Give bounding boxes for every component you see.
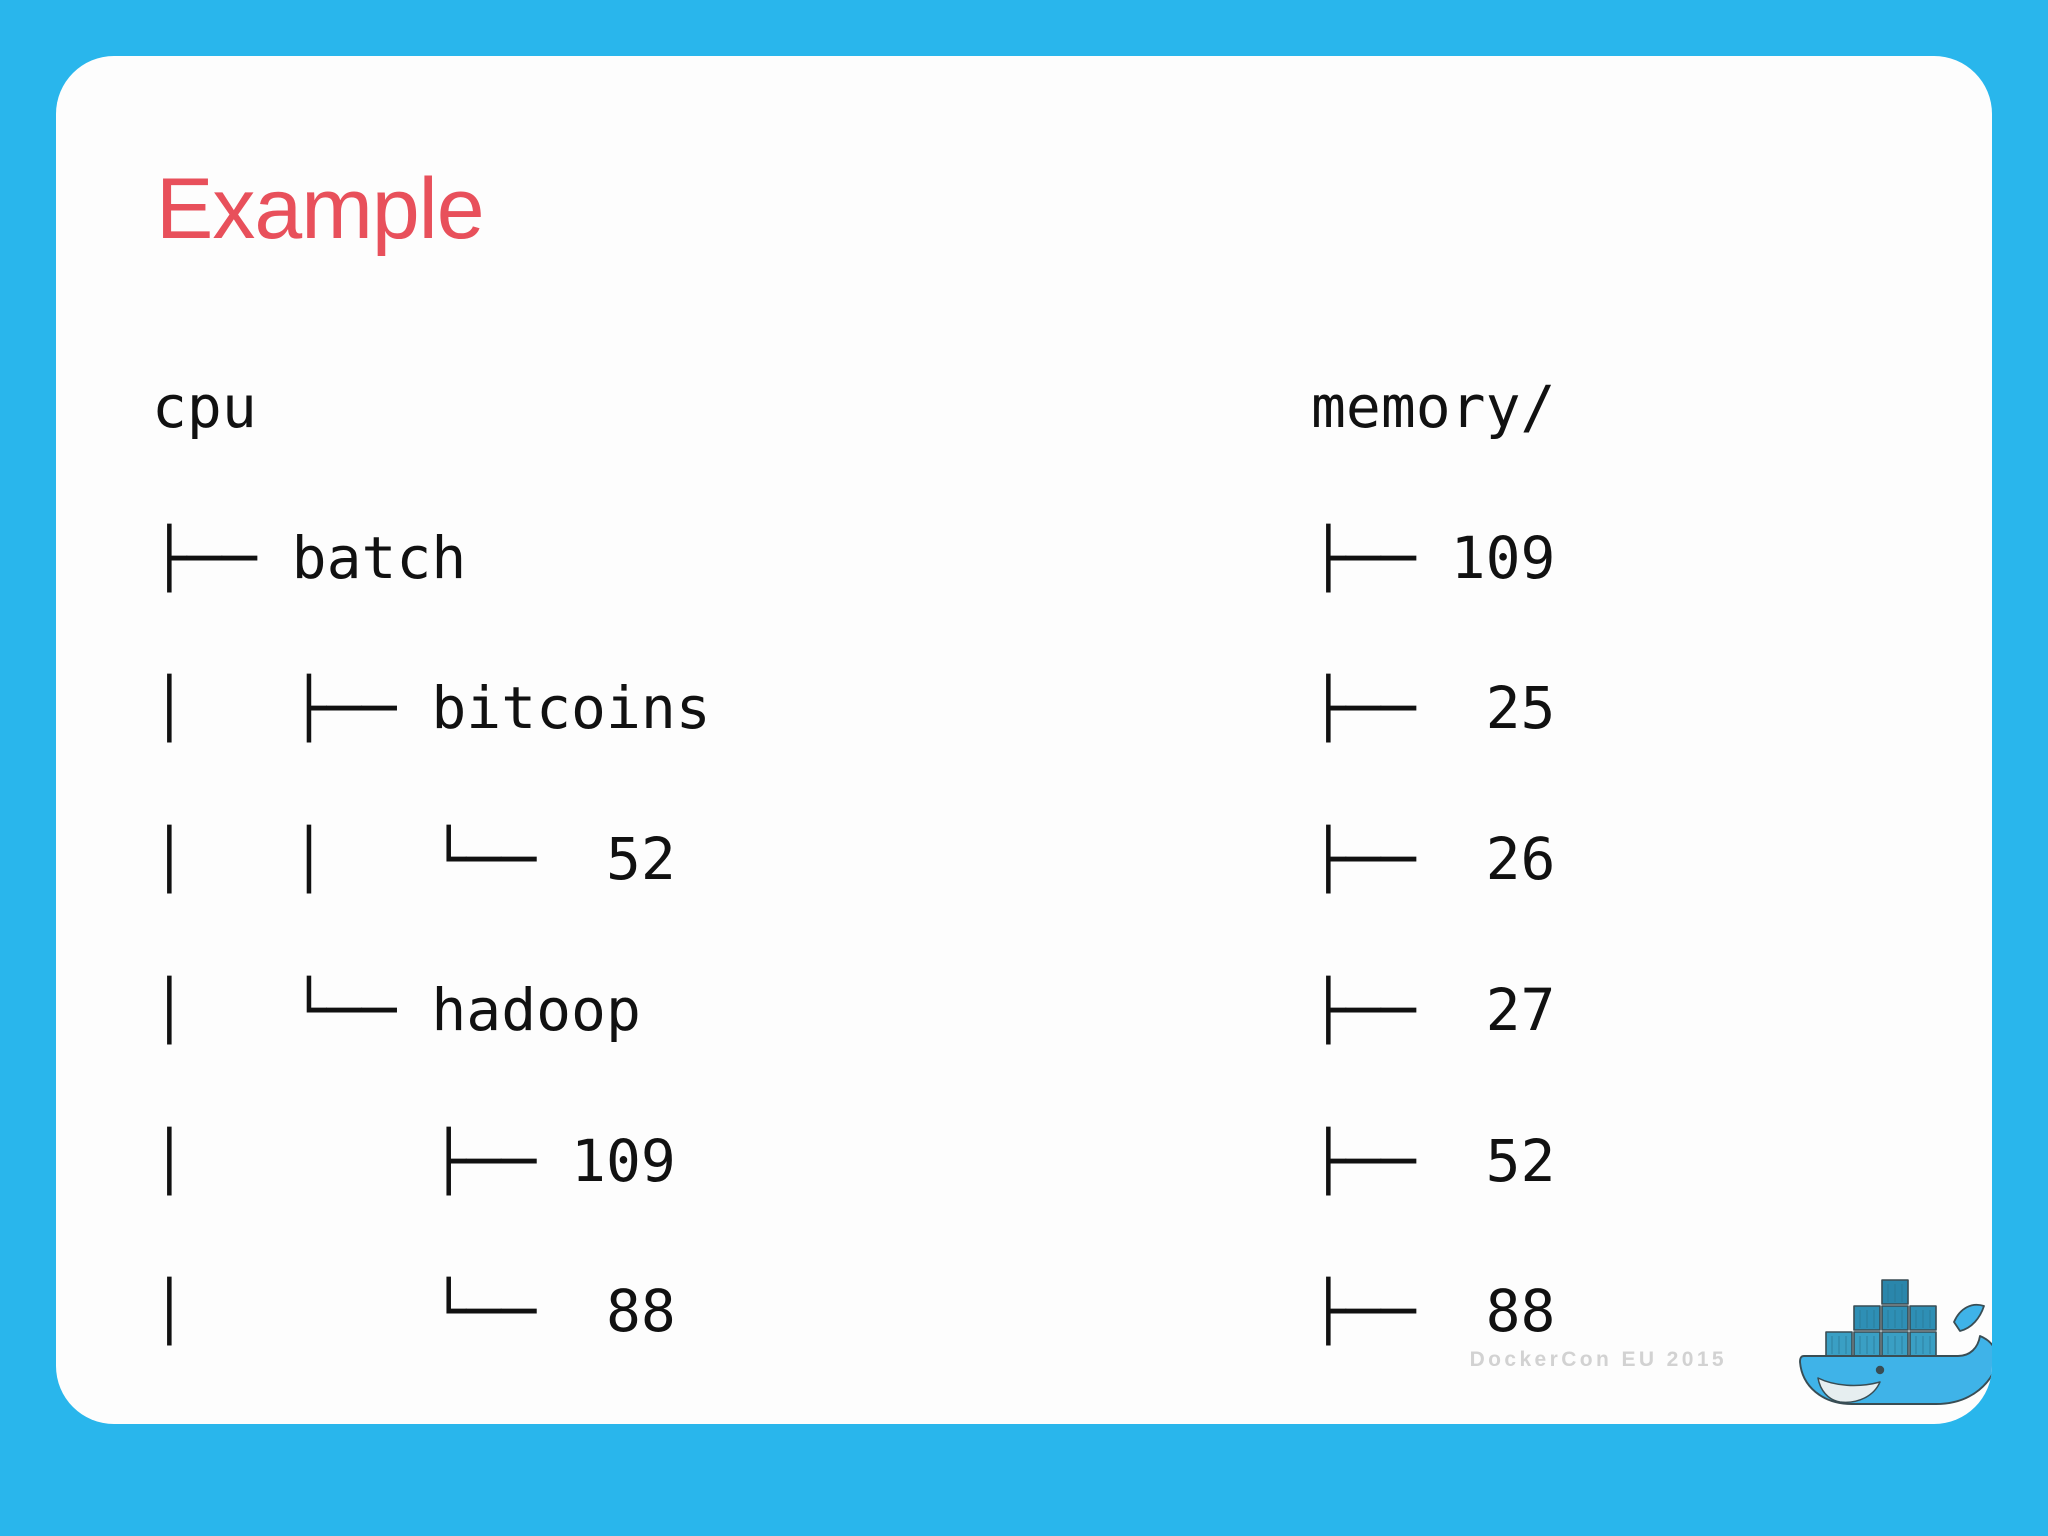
tree-line: │ ├── 109 bbox=[152, 1126, 676, 1195]
conference-label: DockerCon EU 2015 bbox=[1469, 1348, 1727, 1371]
slide-card: Example cpu ├── batch │ ├── bitcoins │ │… bbox=[56, 56, 1992, 1424]
tree-line: │ ├── bitcoins bbox=[152, 674, 711, 743]
tree-line: ├── 25 bbox=[1311, 674, 1556, 743]
tree-line: cpu bbox=[152, 372, 257, 441]
tree-line: │ └── 88 bbox=[152, 1277, 676, 1346]
tree-line: ├── 109 bbox=[1311, 523, 1556, 592]
cpu-cgroup-tree: cpu ├── batch │ ├── bitcoins │ │ └── 52 … bbox=[152, 291, 711, 1424]
memory-cgroup-tree: memory/ ├── 109 ├── 25 ├── 26 ├── 27 ├──… bbox=[1311, 291, 1765, 1424]
docker-whale-icon bbox=[1799, 1279, 1992, 1405]
tree-line: ├── 52 bbox=[1311, 1126, 1556, 1195]
tree-line: ├── 88 bbox=[1311, 1277, 1556, 1346]
tree-line: ├── batch bbox=[152, 523, 467, 592]
tree-line: ├── 27 bbox=[1311, 975, 1556, 1044]
tree-line: memory/ bbox=[1311, 372, 1556, 441]
tree-line: │ └── hadoop bbox=[152, 975, 641, 1044]
tree-line: ├── 26 bbox=[1311, 825, 1556, 894]
tree-line: │ │ └── 52 bbox=[152, 825, 676, 894]
page-title: Example bbox=[156, 161, 485, 257]
